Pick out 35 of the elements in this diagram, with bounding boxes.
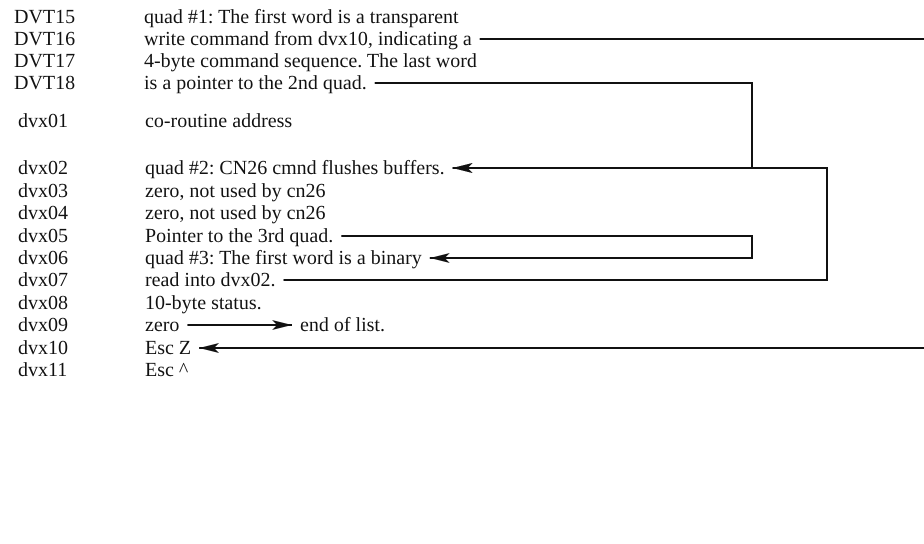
pointer-arrow: [187, 320, 292, 330]
memory-description: 4-byte command sequence. The last word: [144, 50, 477, 72]
address-label: dvx07: [18, 269, 68, 291]
address-label: dvx01: [18, 110, 68, 132]
address-label: dvx09: [18, 314, 68, 336]
memory-description: 10-byte status.: [145, 292, 262, 314]
memory-description: read into dvx02.: [145, 269, 276, 291]
memory-description: end of list.: [300, 314, 385, 336]
memory-description: zero, not used by cn26: [145, 180, 326, 202]
address-label: dvx05: [18, 225, 68, 247]
memory-description: zero: [145, 314, 180, 336]
address-label: dvx10: [18, 337, 68, 359]
memory-description: is a pointer to the 2nd quad.: [144, 72, 367, 94]
memory-description: Esc ^: [145, 359, 188, 381]
address-label: dvx04: [18, 202, 68, 224]
memory-description: Pointer to the 3rd quad.: [145, 225, 334, 247]
memory-description: quad #1: The first word is a transparent: [144, 6, 459, 28]
memory-description: zero, not used by cn26: [145, 202, 326, 224]
pointer-arrow: [199, 343, 924, 353]
memory-description: Esc Z: [145, 337, 192, 359]
address-label: dvx02: [18, 157, 68, 179]
memory-description: write command from dvx10, indicating a: [144, 28, 472, 50]
address-label: dvx08: [18, 292, 68, 314]
memory-description: quad #2: CN26 cmnd flushes buffers.: [145, 157, 445, 179]
address-label: DVT16: [14, 28, 76, 50]
address-label: DVT18: [14, 72, 76, 94]
pointer-arrow: [341, 235, 753, 263]
pointer-arrow: [284, 163, 828, 281]
address-label: dvx06: [18, 247, 68, 269]
memory-description: co-routine address: [145, 110, 292, 132]
address-label: dvx03: [18, 180, 68, 202]
address-label: DVT15: [14, 6, 76, 28]
address-label: dvx11: [18, 359, 68, 381]
memory-description: quad #3: The first word is a binary: [145, 247, 422, 269]
address-label: DVT17: [14, 50, 76, 72]
